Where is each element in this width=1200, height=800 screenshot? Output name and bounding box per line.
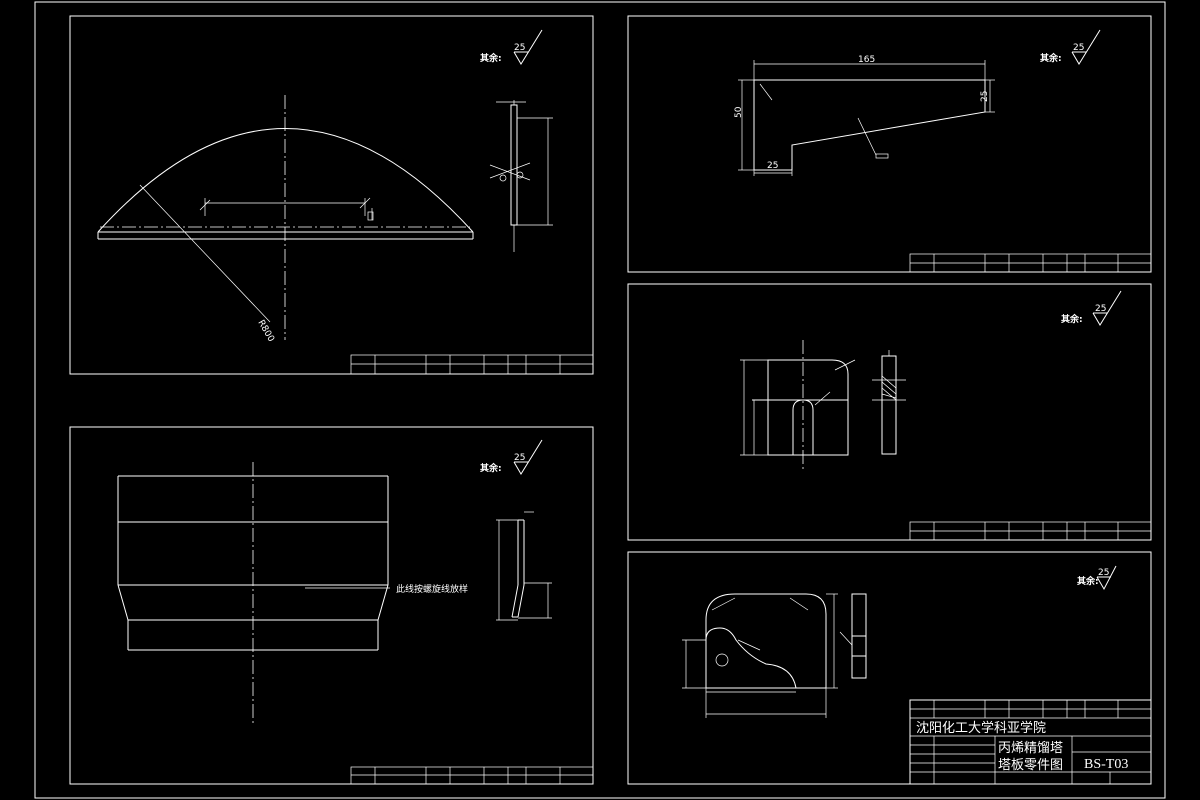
svg-text:25: 25 [1095, 304, 1106, 314]
svg-text:25: 25 [1073, 43, 1084, 53]
svg-text:25: 25 [514, 453, 525, 463]
svg-text:其余:: 其余: [1040, 52, 1062, 64]
school-name: 沈阳化工大学科亚学院 [916, 720, 1046, 736]
roughness-symbol-2: 其余: 25 [480, 439, 543, 475]
drawing-name-line-1: 丙烯精馏塔 [998, 741, 1063, 756]
bracket-view: 165 25 50 25 [734, 55, 995, 176]
roughness-symbol-4: 其余: 25 [1061, 290, 1122, 326]
dim-height-50: 50 [734, 106, 744, 118]
clamp-plate-view [740, 340, 906, 470]
panel-frame-1 [69, 15, 594, 375]
cut-note: 此线按螺旋线放样 [396, 583, 468, 595]
panel-frame-3 [627, 15, 1152, 273]
svg-text:其余:: 其余: [480, 462, 502, 474]
svg-text:25: 25 [514, 43, 525, 53]
svg-text:其余:: 其余: [480, 52, 502, 64]
parts-list-3 [909, 253, 1152, 273]
svg-text:其余:: 其余: [1077, 575, 1099, 587]
svg-text:25: 25 [1098, 568, 1109, 578]
downcomer-plate-view: 此线按螺旋线放样 [117, 462, 468, 725]
drawing-name-line-2: 塔板零件图 [998, 758, 1063, 773]
panel-frame-4 [627, 283, 1152, 541]
outer-border [34, 1, 1166, 799]
radius-dim-label: R800 [255, 319, 276, 345]
segment-plate-section [489, 100, 553, 252]
roughness-symbol-3: 其余: 25 [1040, 29, 1101, 65]
segment-plate-view: R800 [97, 95, 474, 345]
panel-frame-5 [627, 551, 1152, 785]
parts-list-4 [909, 521, 1152, 541]
roughness-symbol-1: 其余: 25 [480, 29, 543, 65]
downcomer-plate-section [496, 511, 552, 621]
panel-frame-2 [69, 426, 594, 785]
dim-bottom-25: 25 [767, 161, 778, 171]
parts-list-2 [350, 766, 594, 785]
dim-height-25: 25 [980, 91, 990, 102]
support-plate-view [682, 593, 867, 718]
svg-text:其余:: 其余: [1061, 313, 1083, 325]
roughness-symbol-5: 其余: 25 [1077, 565, 1117, 591]
dim-width-165: 165 [858, 55, 875, 65]
title-block: 沈阳化工大学科亚学院 丙烯精馏塔 塔板零件图 BS-T03 [909, 699, 1152, 785]
drawing-code: BS-T03 [1084, 757, 1128, 772]
parts-list-1 [350, 354, 594, 375]
